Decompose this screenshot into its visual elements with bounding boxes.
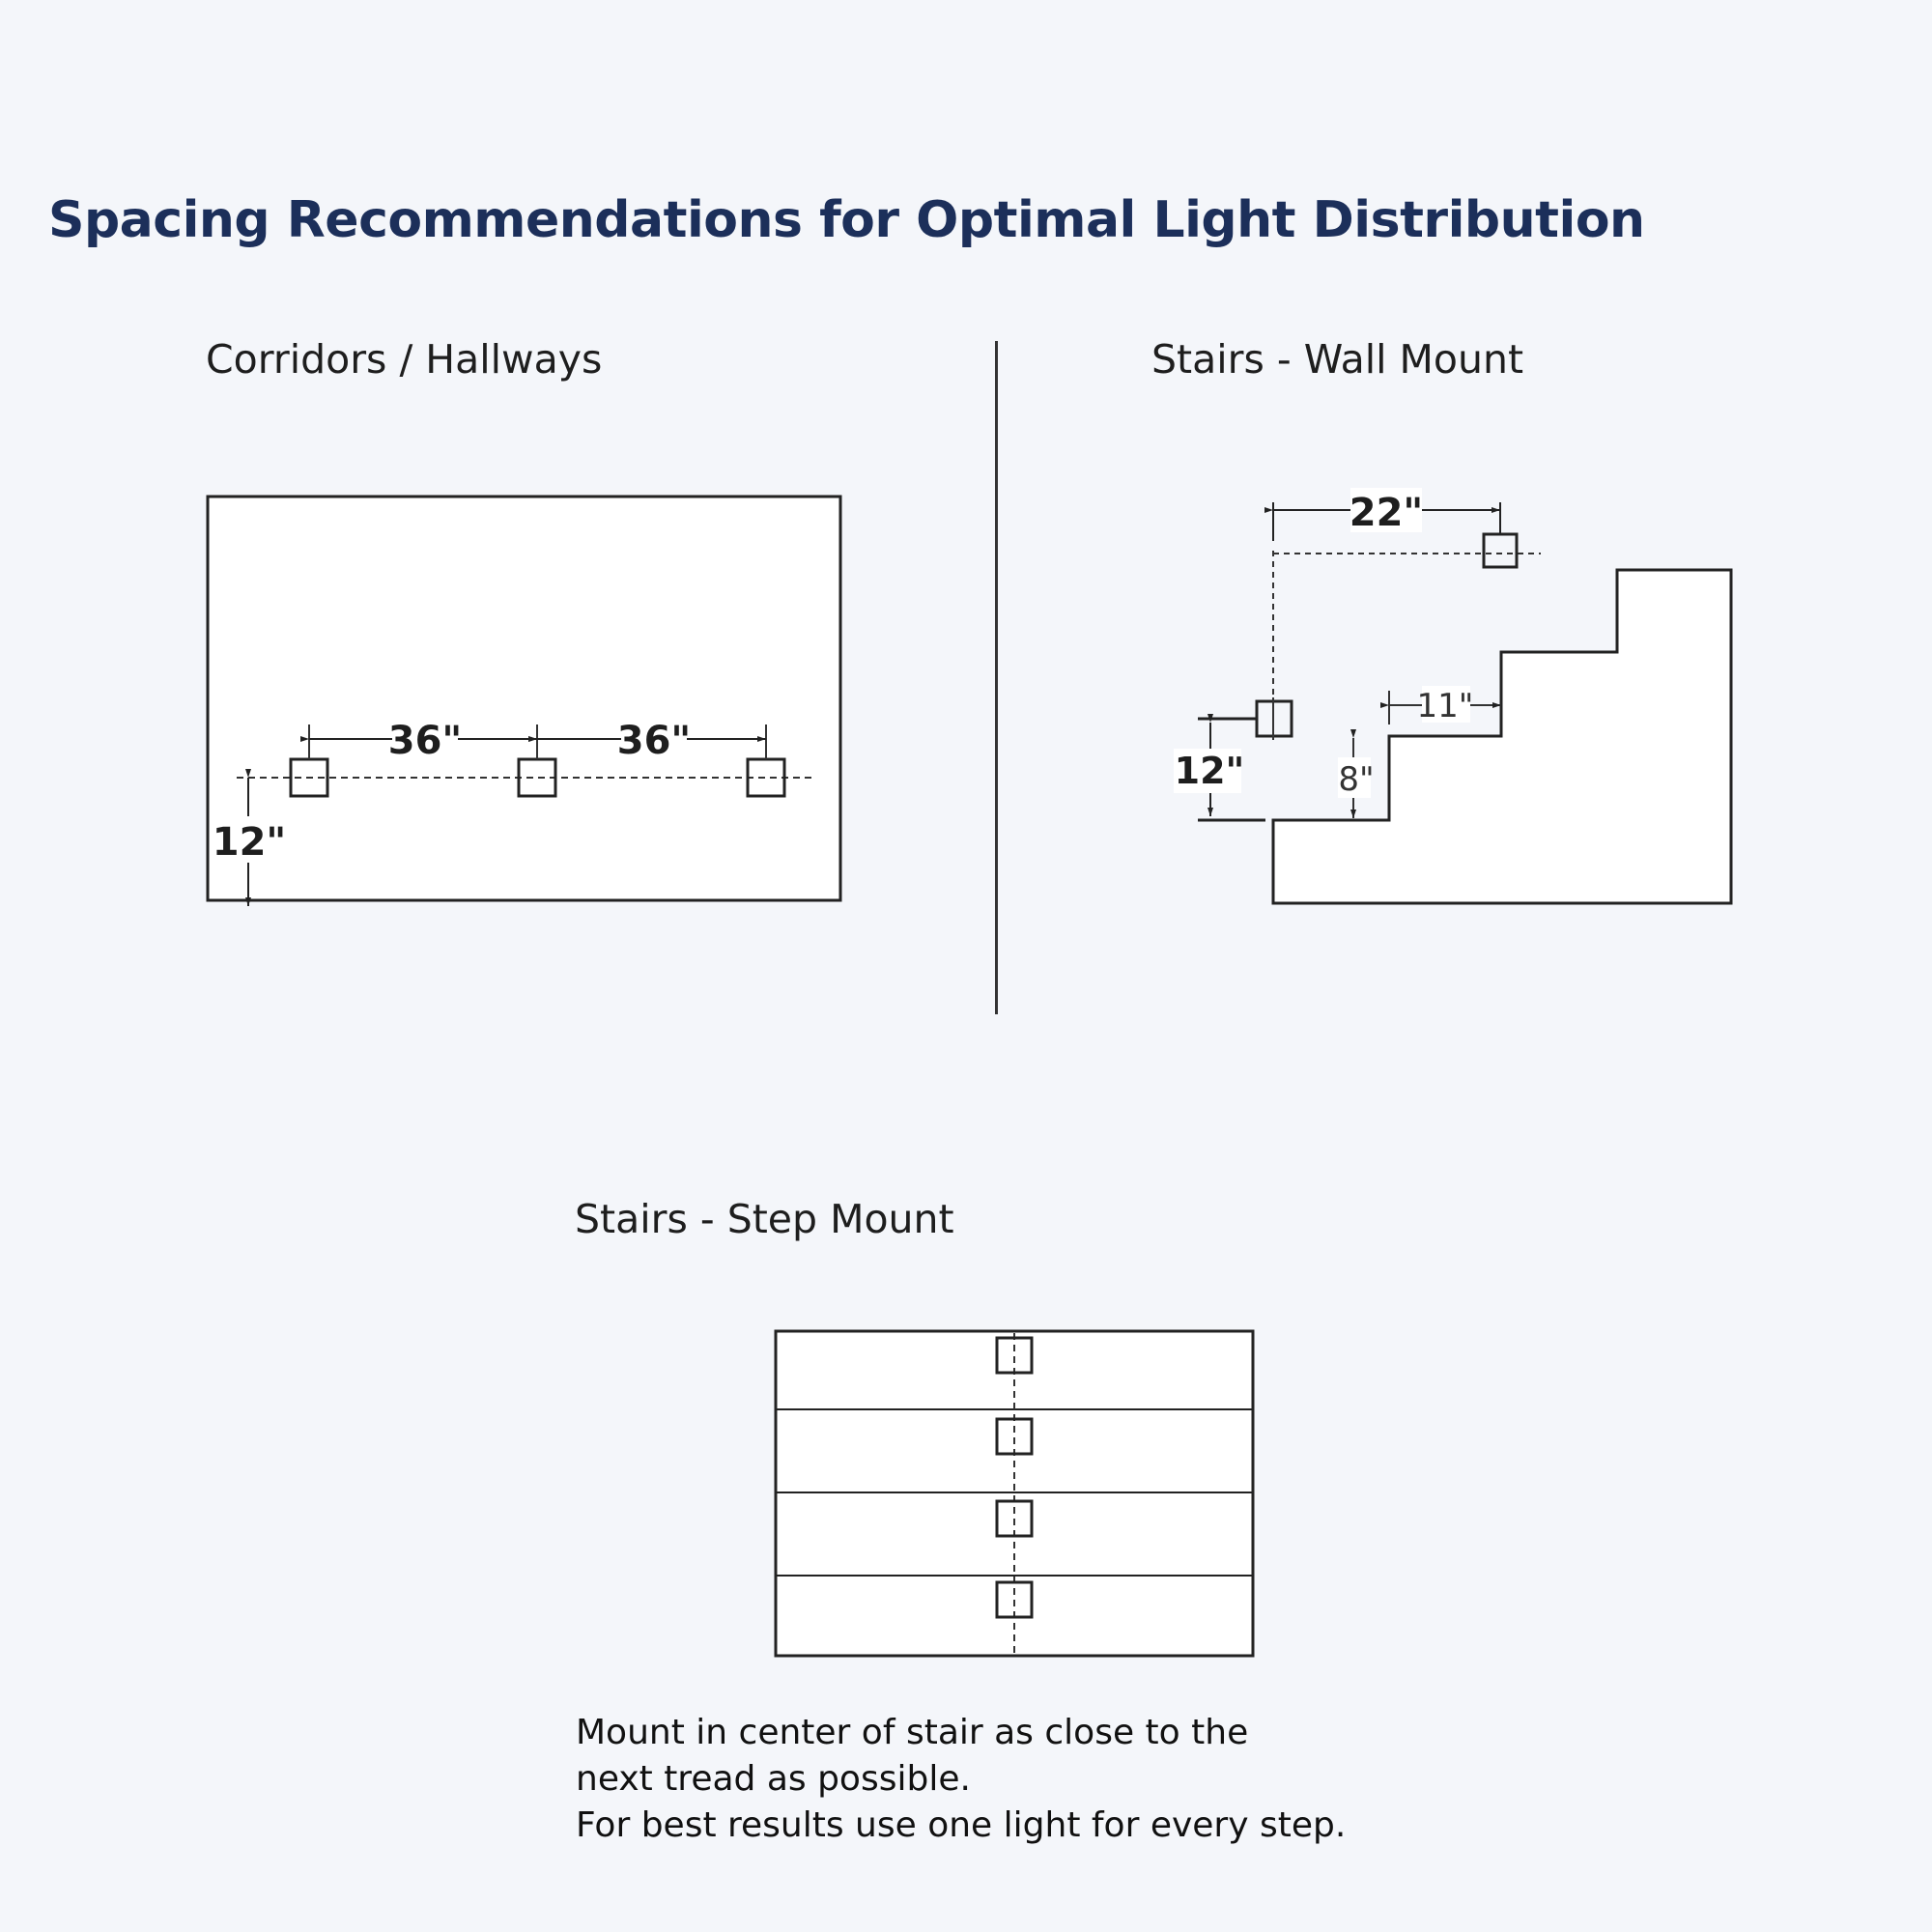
note-line-2: next tread as possible. <box>576 1759 971 1799</box>
wall-mount-diagram: 22" 12" 11" 8" <box>1174 488 1733 905</box>
corridor-wall <box>206 495 842 902</box>
note-line-1: Mount in center of stair as close to the <box>576 1713 1249 1752</box>
step-mount-note: Mount in center of stair as close to the… <box>576 1710 1346 1849</box>
step-light-1 <box>995 1336 1034 1375</box>
step-light-2 <box>995 1417 1034 1456</box>
corridor-spacing-left: 36" <box>388 719 463 763</box>
step-mount-diagram <box>774 1329 1255 1658</box>
step-light-4 <box>995 1580 1034 1619</box>
wall-mount-title: Stairs - Wall Mount <box>1151 336 1524 383</box>
note-line-3: For best results use one light for every… <box>576 1805 1347 1845</box>
wall-light-upper <box>1482 532 1519 569</box>
step-mount-title: Stairs - Step Mount <box>575 1196 954 1242</box>
wall-spacing-label: 22" <box>1350 491 1424 535</box>
corridor-diagram: 36" 36" 12" <box>206 495 842 906</box>
corridor-spacing-right: 36" <box>617 719 692 763</box>
riser-height-label: 8" <box>1338 760 1374 799</box>
section-divider <box>995 341 998 1014</box>
staircase <box>1271 568 1733 905</box>
tread-depth-label: 11" <box>1417 687 1474 725</box>
page-title: Spacing Recommendations for Optimal Ligh… <box>48 191 1645 249</box>
wall-height-label: 12" <box>1175 750 1245 792</box>
step-light-3 <box>995 1499 1034 1538</box>
corridor-height-label: 12" <box>213 820 287 865</box>
corridors-title: Corridors / Hallways <box>206 336 603 383</box>
